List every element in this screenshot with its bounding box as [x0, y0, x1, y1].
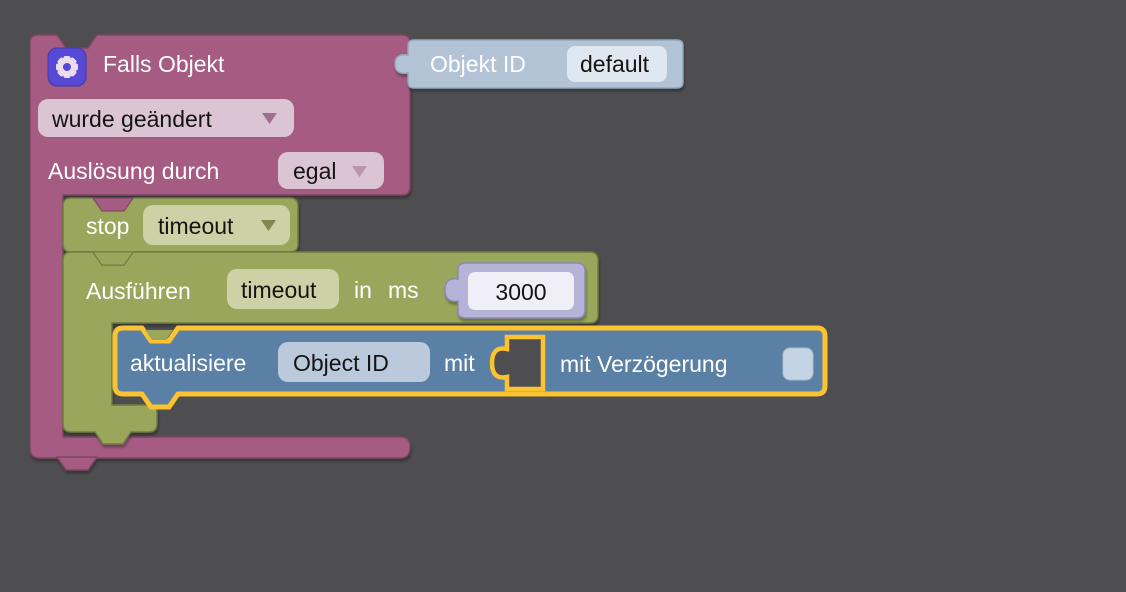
- delay-checkbox[interactable]: [782, 347, 814, 381]
- execute-label: Ausführen: [86, 278, 191, 304]
- delay-value[interactable]: 3000: [495, 279, 546, 305]
- trigger-block-bottom-tab: [55, 456, 99, 471]
- gear-icon[interactable]: [47, 47, 87, 87]
- stop-timeout-dropdown[interactable]: timeout: [143, 205, 290, 245]
- trigger-statement-connector: [92, 197, 134, 212]
- trigger-title: Falls Objekt: [103, 51, 225, 77]
- object-id-block[interactable]: Objekt ID default: [394, 39, 684, 89]
- object-id-field-value[interactable]: default: [580, 51, 650, 77]
- empty-value-socket[interactable]: [489, 334, 546, 392]
- chevron-down-icon: [352, 166, 367, 177]
- stop-next-connector: [92, 251, 134, 266]
- update-label: aktualisiere: [130, 350, 246, 376]
- stop-label: stop: [86, 213, 129, 239]
- chevron-down-icon: [261, 220, 276, 231]
- trigger-by-dropdown[interactable]: egal: [278, 152, 384, 189]
- delay-value-field[interactable]: 3000: [468, 272, 574, 310]
- execute-name-field[interactable]: timeout: [227, 269, 339, 309]
- trigger-block[interactable]: Falls Objekt wurde geändert Auslösung du…: [29, 34, 411, 471]
- in-label: in: [354, 277, 372, 303]
- trigger-change-dropdown[interactable]: wurde geändert: [38, 99, 294, 137]
- trigger-by-label: Auslösung durch: [48, 158, 219, 184]
- object-id-field[interactable]: default: [567, 46, 667, 82]
- update-object-field-value[interactable]: Object ID: [293, 350, 389, 376]
- delay-number-block[interactable]: 3000: [444, 262, 586, 319]
- trigger-by-dropdown-value[interactable]: egal: [293, 158, 336, 184]
- stop-timeout-dropdown-value[interactable]: timeout: [158, 213, 234, 239]
- object-id-label: Objekt ID: [430, 51, 526, 77]
- trigger-block-body[interactable]: [29, 34, 411, 459]
- update-object-field[interactable]: Object ID: [278, 342, 430, 382]
- stop-block[interactable]: stop timeout: [62, 197, 299, 253]
- delay-checkbox-label: mit Verzögerung: [560, 351, 727, 377]
- execute-statement-connector: [145, 330, 173, 340]
- ms-label: ms: [388, 277, 419, 303]
- execute-name-field-value[interactable]: timeout: [241, 277, 317, 303]
- update-block[interactable]: aktualisiere Object ID mit mit Verzögeru…: [112, 325, 828, 410]
- with-label: mit: [444, 350, 475, 376]
- chevron-down-icon: [262, 113, 277, 124]
- trigger-change-dropdown-value[interactable]: wurde geändert: [51, 106, 212, 132]
